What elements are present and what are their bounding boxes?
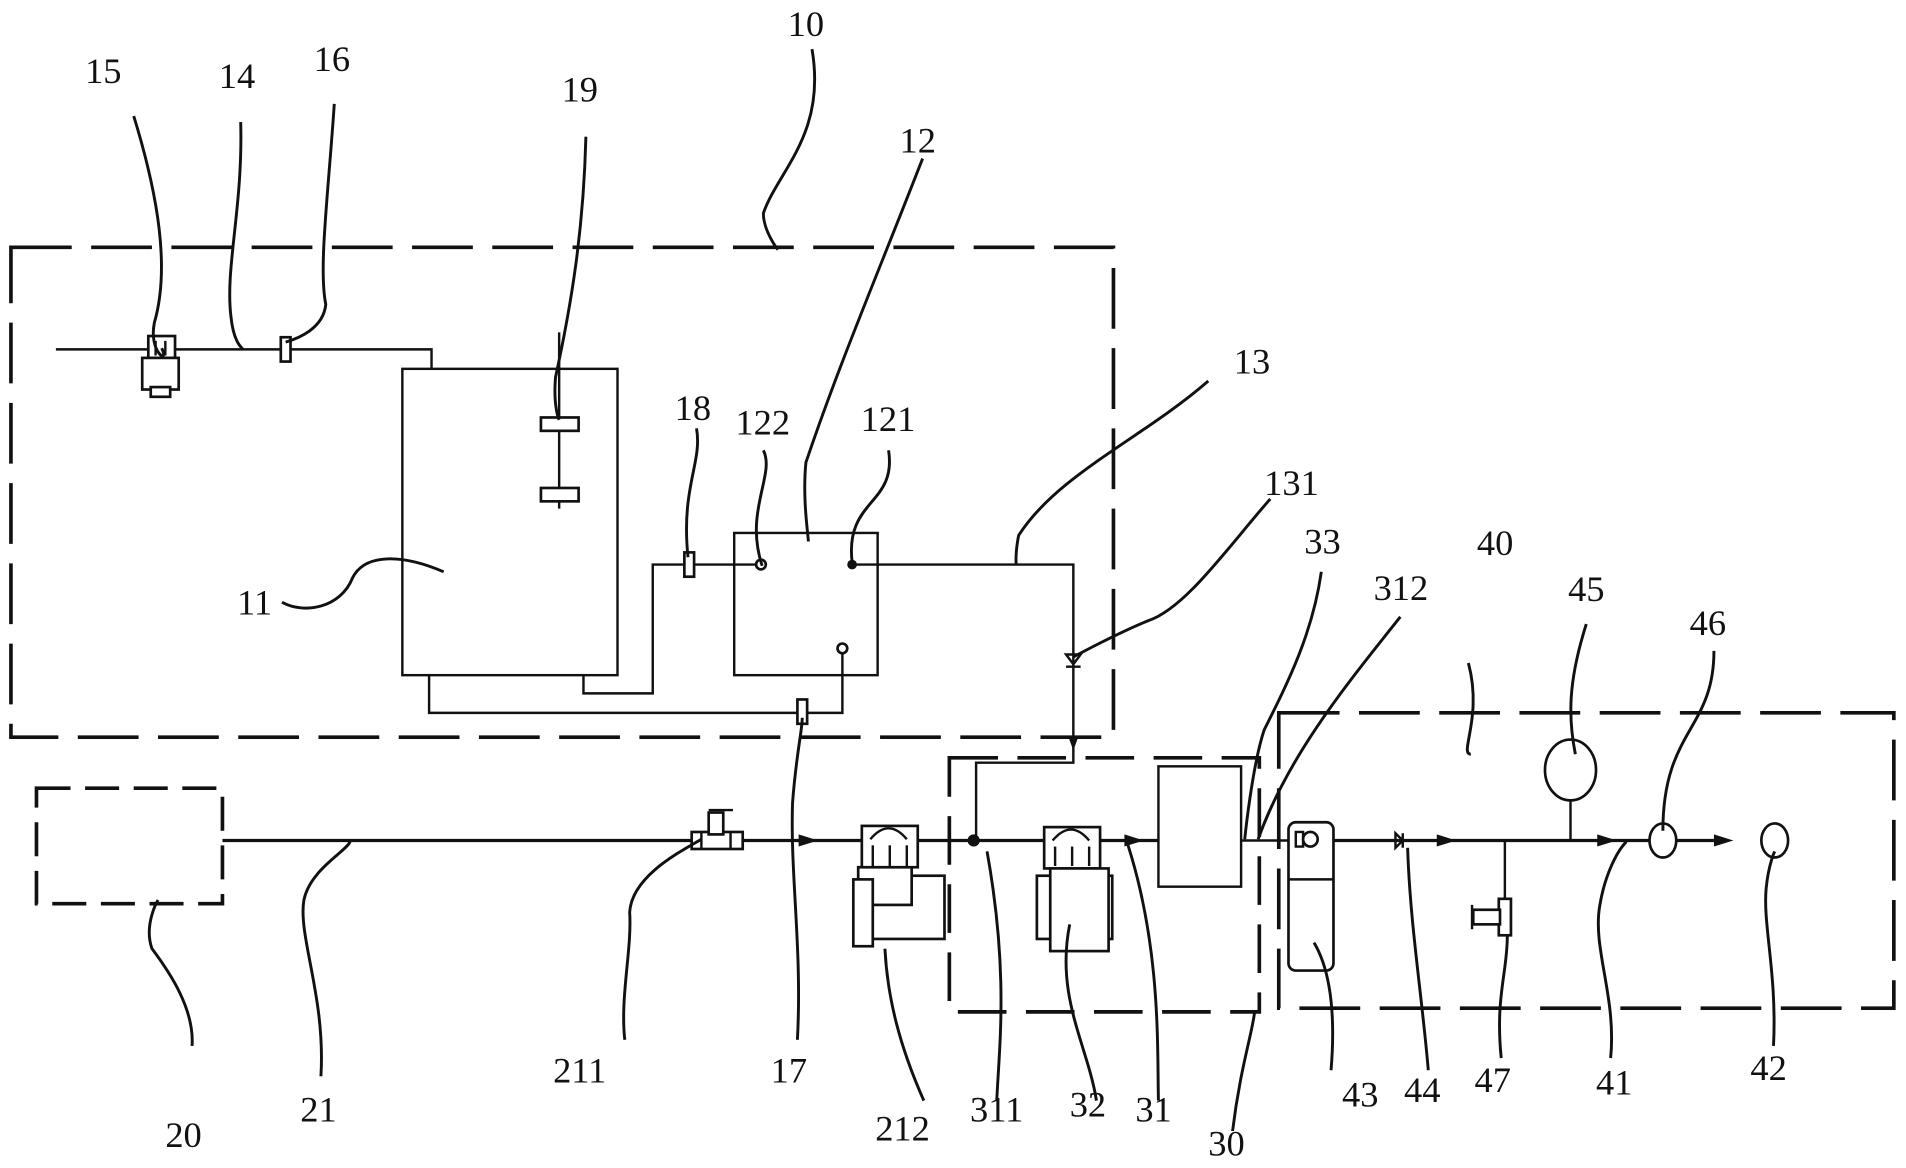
label-19: 19 [562, 69, 598, 109]
group-30-boundary [947, 756, 1262, 1014]
level-float-lower-icon [539, 486, 580, 503]
label-30: 30 [1208, 1123, 1244, 1163]
label-45: 45 [1568, 569, 1604, 609]
tank-11 [401, 367, 619, 677]
label-131: 131 [1264, 463, 1319, 503]
label-47: 47 [1474, 1060, 1510, 1100]
label-32: 32 [1070, 1084, 1106, 1124]
label-20: 20 [165, 1115, 201, 1155]
label-14: 14 [219, 56, 255, 96]
label-10: 10 [788, 4, 824, 44]
label-18: 18 [675, 388, 711, 428]
check-valve-44-icon [1394, 830, 1405, 851]
label-33: 33 [1304, 522, 1340, 562]
label-41: 41 [1596, 1063, 1632, 1103]
group-40-boundary [1276, 711, 1896, 1011]
label-21: 21 [300, 1089, 336, 1129]
filter-43-icon [1287, 820, 1335, 972]
leader-lines [132, 48, 1777, 1132]
flow-arrow-icon [1436, 834, 1457, 847]
pipe-17-line [427, 648, 844, 715]
flow-arrow-icon [798, 834, 819, 847]
port-bottom-icon [836, 642, 849, 655]
pipe-13 [852, 563, 1075, 841]
group-10-boundary [9, 245, 1116, 739]
label-11: 11 [237, 582, 272, 622]
label-311: 311 [970, 1089, 1023, 1129]
label-212: 212 [875, 1109, 930, 1149]
sensor-16-icon [279, 335, 292, 363]
flow-arrow-icon [1713, 834, 1734, 847]
junction-311-icon [967, 834, 980, 847]
solenoid-valve-211-icon [690, 808, 745, 851]
check-valve-131-icon [1063, 653, 1084, 668]
label-211: 211 [553, 1050, 606, 1090]
label-40: 40 [1477, 523, 1513, 563]
unit-12 [732, 531, 879, 677]
pump-32-icon [1035, 825, 1114, 953]
label-13: 13 [1234, 342, 1270, 382]
outlet-42-icon [1760, 822, 1790, 859]
label-121: 121 [861, 399, 916, 439]
label-44: 44 [1404, 1070, 1440, 1110]
label-31: 31 [1135, 1089, 1171, 1129]
pump-212-icon [851, 824, 946, 948]
label-12: 12 [900, 120, 936, 160]
flow-arrow-icon [1068, 737, 1079, 751]
valve-18-icon [683, 551, 696, 579]
gauge-45-icon [1543, 738, 1598, 802]
label-122: 122 [735, 402, 790, 442]
group-20-boundary [34, 786, 225, 906]
label-15: 15 [85, 51, 121, 91]
level-float-upper-icon [539, 416, 580, 433]
pipe-14 [55, 348, 433, 369]
label-43: 43 [1342, 1075, 1378, 1115]
label-46: 46 [1690, 603, 1726, 643]
flow-arrow-icon [1597, 834, 1617, 847]
label-312: 312 [1374, 568, 1429, 608]
label-42: 42 [1750, 1048, 1786, 1088]
unit-33 [1157, 765, 1243, 888]
label-16: 16 [314, 39, 350, 79]
flow-arrow-icon [1124, 834, 1144, 847]
valve-15-icon [140, 334, 181, 399]
valve-47-icon [1470, 897, 1513, 937]
label-17: 17 [771, 1050, 807, 1090]
